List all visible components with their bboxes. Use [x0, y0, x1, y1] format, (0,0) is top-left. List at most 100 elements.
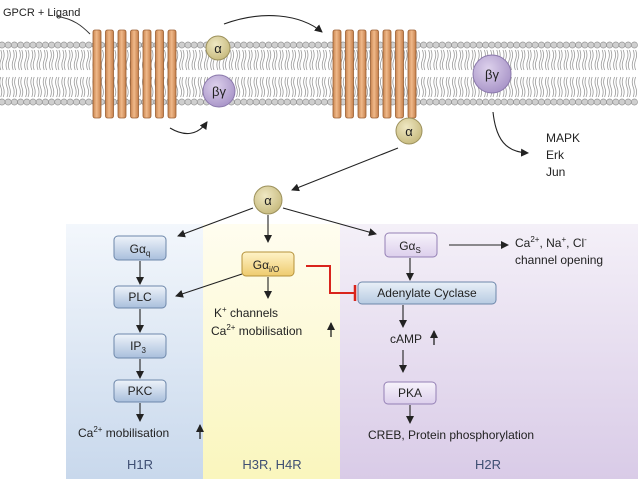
transmembrane-helix: [105, 29, 114, 119]
lipid-tail: [253, 76, 257, 98]
lipid-tail: [615, 49, 619, 71]
lipid-head: [525, 41, 533, 49]
arrow-beta-gamma-to-mapk: [492, 111, 529, 157]
transmembrane-helix: [130, 29, 139, 119]
lipid-tail: [280, 49, 284, 71]
lipid-tail: [315, 76, 319, 98]
lipid-head: [631, 41, 638, 49]
lipid-tail: [572, 49, 575, 71]
lipid-tail: [247, 76, 251, 98]
lipid-tail: [179, 49, 182, 71]
lipid-tail: [355, 49, 358, 71]
lipid-tail: [452, 76, 455, 98]
lipid-head: [513, 98, 520, 106]
lipid-tail: [516, 76, 520, 98]
lipid-tail: [634, 76, 637, 98]
lipid-tail: [321, 76, 325, 98]
lipid-head: [66, 98, 74, 106]
lipid-head: [488, 41, 496, 49]
lipid-tail: [274, 76, 278, 98]
lipid-head: [79, 41, 86, 49]
lipid-head: [314, 41, 322, 49]
lipid-tail: [423, 76, 427, 98]
lipid-head: [320, 98, 328, 106]
plc-label: PLC: [128, 290, 152, 304]
lipid-tail: [259, 49, 263, 71]
gaq-label: Gαq: [130, 242, 151, 258]
lipid-head: [184, 98, 192, 106]
gpcr-ligand-label: GPCR + Ligand: [3, 7, 80, 19]
lipid-head: [190, 41, 198, 49]
lipid-head: [302, 41, 310, 49]
lipid-tail: [318, 76, 321, 98]
lipid-tail: [42, 76, 46, 98]
lipid-head: [252, 98, 260, 106]
lipid-tail: [551, 76, 554, 98]
lipid-tail: [547, 76, 551, 98]
lipid-head: [426, 41, 434, 49]
lipid-tail: [439, 49, 443, 71]
lipid-tail: [421, 76, 424, 98]
lipid-tail: [70, 76, 73, 98]
lipid-head: [271, 98, 279, 106]
lipid-head: [475, 98, 483, 106]
lipid-tail: [26, 49, 30, 71]
ion-channels-line2: channel opening: [515, 253, 603, 267]
lipid-tail: [553, 76, 557, 98]
lipid-tail: [557, 49, 561, 71]
lipid-tail: [433, 49, 437, 71]
lipid-tail: [582, 49, 585, 71]
lipid-tail: [204, 49, 207, 71]
transmembrane-helix: [332, 29, 342, 119]
lipid-head: [0, 41, 6, 49]
lipid-tail: [1, 76, 5, 98]
lipid-tail: [578, 49, 582, 71]
ip3-box: [113, 333, 167, 359]
lipid-tail: [287, 76, 290, 98]
lipid-tail: [516, 49, 520, 71]
lipid-tail: [86, 49, 89, 71]
lipid-head: [587, 98, 595, 106]
arrow-gai-to-plc: [175, 273, 243, 298]
lipid-tail: [510, 76, 513, 98]
lipid-tail: [532, 49, 536, 71]
lipid-tail: [452, 49, 455, 71]
lipid-head: [196, 98, 204, 106]
lipid-tail: [603, 76, 606, 98]
lipid-tail: [179, 76, 182, 98]
lipid-head: [258, 98, 266, 106]
lipid-tail: [417, 49, 420, 71]
lipid-tail: [125, 76, 129, 98]
lipid-head: [4, 41, 12, 49]
lipid-tail: [39, 76, 42, 98]
lipid-tail: [597, 76, 600, 98]
lipid-tail: [404, 49, 408, 71]
lipid-tail: [299, 49, 303, 71]
lipid-head: [60, 41, 68, 49]
mapk-label: MAPK: [546, 131, 580, 145]
lipid-head: [506, 98, 514, 106]
lipid-tail: [14, 49, 17, 71]
lipid-tail: [101, 49, 104, 71]
lipid-tail: [243, 76, 247, 98]
lipid-tail: [464, 49, 468, 71]
lipid-head: [556, 41, 564, 49]
lipid-tail: [526, 49, 530, 71]
lipid-head: [178, 98, 186, 106]
beta-gamma-bound: [202, 74, 236, 108]
lipid-head: [432, 98, 440, 106]
lipid-tail: [8, 49, 11, 71]
lipid-tail: [305, 76, 309, 98]
lipid-tail: [231, 49, 234, 71]
lipid-head: [196, 41, 204, 49]
branch-arrows: [177, 207, 377, 243]
lipid-tail: [20, 76, 24, 98]
lipid-head: [618, 98, 626, 106]
lipid-head: [246, 98, 254, 106]
lipid-tail: [55, 49, 58, 71]
lipid-tail: [272, 49, 275, 71]
lipid-tail: [470, 49, 474, 71]
lipid-tail: [588, 49, 592, 71]
lipid-head: [73, 41, 80, 49]
